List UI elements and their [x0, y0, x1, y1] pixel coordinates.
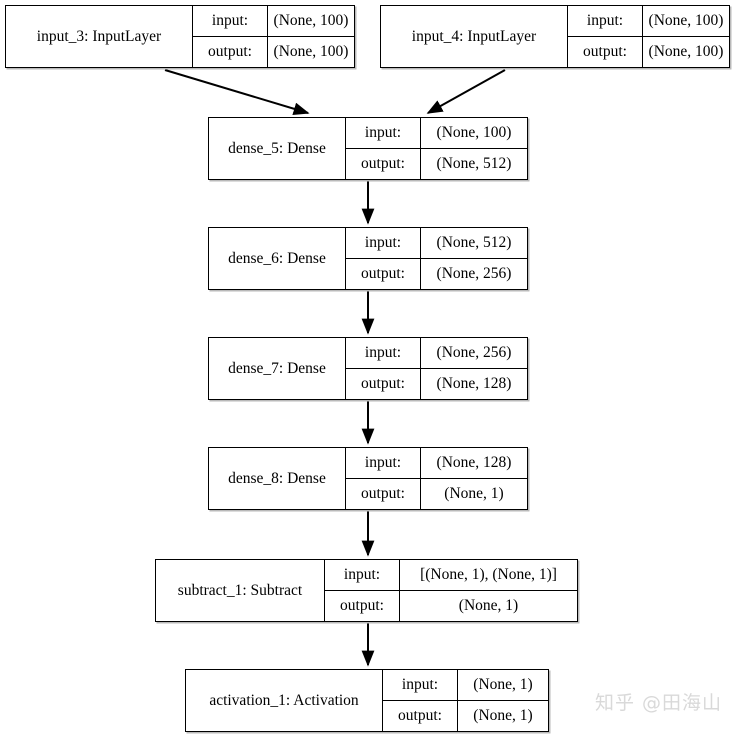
io-row-output: output: (None, 512) — [346, 148, 527, 179]
io-row-input: input: [(None, 1), (None, 1)] — [325, 560, 577, 591]
edge-input_4-to-dense_5 — [426, 69, 506, 114]
node-dense_6: dense_6: Dense input: (None, 512) output: (N… — [208, 227, 528, 290]
io-label-output: output: — [398, 706, 442, 724]
io-value-input: (None, 256) — [420, 338, 527, 368]
io-row-input: input: (None, 100) — [346, 118, 527, 149]
edge-input_3-to-dense_5 — [164, 69, 310, 115]
node-io-table: input: (None, 256) output: (None, 128) — [345, 338, 527, 399]
io-row-output: output: (None, 100) — [193, 36, 354, 67]
io-label-input: input: — [586, 11, 624, 29]
watermark: 知乎 @田海山 — [594, 692, 722, 714]
io-value-output: (None, 512) — [420, 148, 527, 179]
node-io-table: input: (None, 512) output: (None, 256) — [345, 228, 527, 289]
io-value-input: [(None, 1), (None, 1)] — [399, 560, 577, 590]
io-value-input: (None, 100) — [420, 118, 527, 148]
io-value-input: (None, 512) — [420, 228, 527, 258]
io-value-output: (None, 256) — [420, 258, 527, 289]
io-value-input: (None, 100) — [267, 6, 354, 36]
io-value-input: (None, 100) — [642, 6, 729, 36]
io-label-input: input: — [364, 453, 402, 471]
node-label: input_4: InputLayer — [411, 27, 537, 45]
io-row-input: input: (None, 100) — [568, 6, 729, 37]
io-label-output: output: — [361, 484, 405, 502]
node-label: dense_5: Dense — [228, 139, 326, 157]
io-label-input: input: — [364, 123, 402, 141]
node-dense_7: dense_7: Dense input: (None, 256) output: (N… — [208, 337, 528, 400]
io-row-output: output: (None, 1) — [383, 700, 548, 731]
io-label-output: output: — [361, 154, 405, 172]
io-value-output: (None, 100) — [642, 36, 729, 67]
io-row-output: output: (None, 256) — [346, 258, 527, 289]
io-label-input: input: — [364, 343, 402, 361]
node-label: dense_6: Dense — [228, 249, 326, 267]
io-row-output: output: (None, 1) — [346, 478, 527, 509]
io-label-output: output: — [361, 374, 405, 392]
io-value-input: (None, 1) — [457, 670, 548, 700]
io-row-input: input: (None, 256) — [346, 338, 527, 369]
io-value-output: (None, 100) — [267, 36, 354, 67]
node-label: activation_1: Activation — [209, 691, 359, 709]
node-label: subtract_1: Subtract — [177, 581, 303, 599]
io-value-output: (None, 128) — [420, 368, 527, 399]
io-value-output: (None, 1) — [457, 700, 548, 731]
io-row-output: output: (None, 100) — [568, 36, 729, 67]
io-row-input: input: (None, 100) — [193, 6, 354, 37]
node-io-table: input: (None, 100) output: (None, 100) — [192, 6, 354, 67]
node-io-table: input: (None, 100) output: (None, 100) — [567, 6, 729, 67]
io-label-output: output: — [361, 264, 405, 282]
io-row-output: output: (None, 1) — [325, 590, 577, 621]
node-subtract_1: subtract_1: Subtract input: [(None, 1), (N… — [155, 559, 578, 622]
io-value-output: (None, 1) — [399, 590, 577, 621]
io-label-input: input: — [343, 565, 381, 583]
io-row-input: input: (None, 128) — [346, 448, 527, 479]
node-dense_5: dense_5: Dense input: (None, 100) output: (N… — [208, 117, 528, 180]
node-label: input_3: InputLayer — [36, 27, 162, 45]
node-label: dense_7: Dense — [228, 359, 326, 377]
node-label: dense_8: Dense — [228, 469, 326, 487]
io-label-output: output: — [208, 42, 252, 60]
io-label-output: output: — [340, 596, 384, 614]
node-io-table: input: (None, 1) output: (None, 1) — [382, 670, 548, 731]
io-row-input: input: (None, 1) — [383, 670, 548, 701]
io-row-input: input: (None, 512) — [346, 228, 527, 259]
io-label-input: input: — [211, 11, 249, 29]
node-io-table: input: [(None, 1), (None, 1)] output: (None… — [324, 560, 577, 621]
node-dense_8: dense_8: Dense input: (None, 128) output: (N… — [208, 447, 528, 510]
io-row-output: output: (None, 128) — [346, 368, 527, 399]
io-label-input: input: — [364, 233, 402, 251]
io-label-output: output: — [583, 42, 627, 60]
node-io-table: input: (None, 100) output: (None, 512) — [345, 118, 527, 179]
io-value-input: (None, 128) — [420, 448, 527, 478]
io-label-input: input: — [401, 675, 439, 693]
io-value-output: (None, 1) — [420, 478, 527, 509]
node-io-table: input: (None, 128) output: (None, 1) — [345, 448, 527, 509]
